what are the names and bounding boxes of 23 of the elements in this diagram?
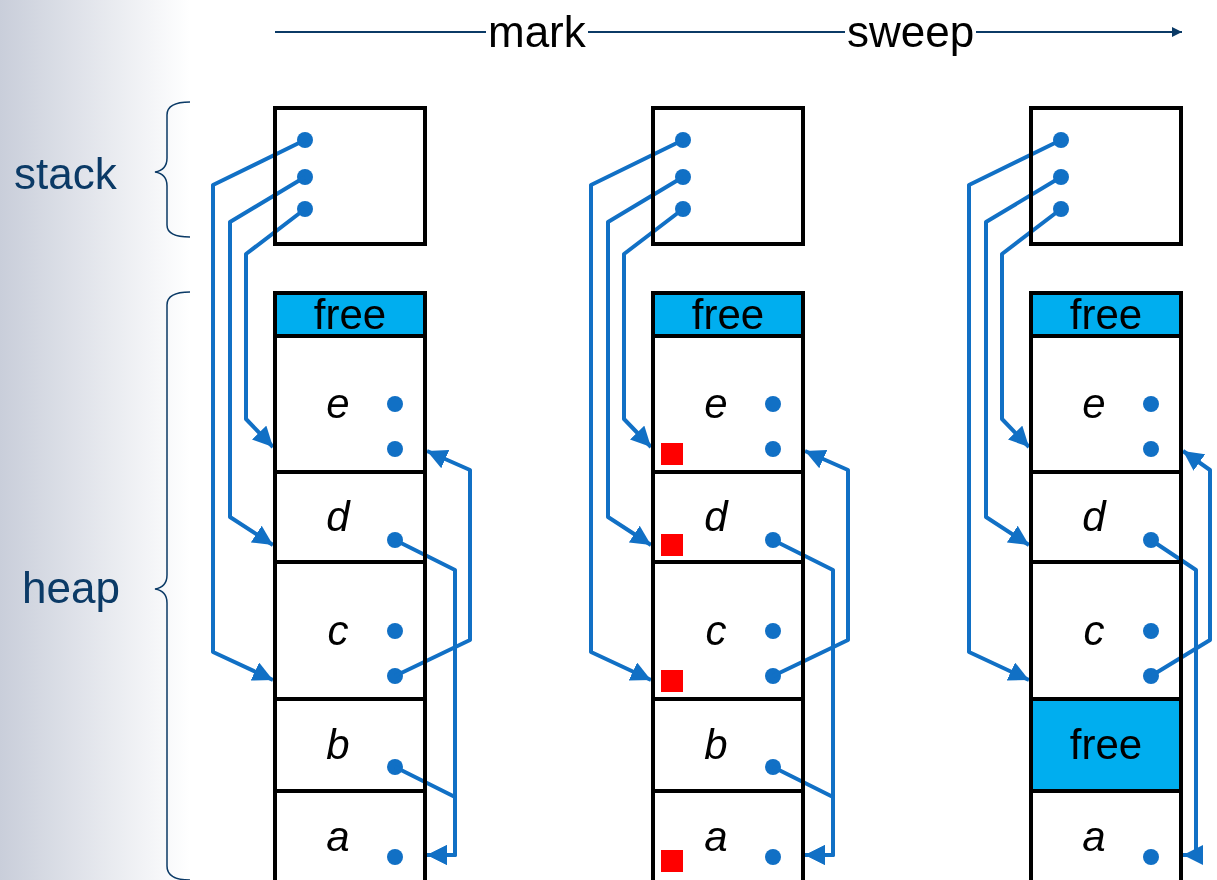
stack-box — [1029, 106, 1183, 246]
object-name: d — [704, 496, 728, 538]
object-name: a — [1082, 815, 1106, 858]
object-name: c — [705, 609, 727, 652]
object-name: d — [1082, 496, 1106, 538]
free-label: free — [1069, 724, 1143, 766]
free-label: free — [313, 293, 387, 336]
object-name: e — [326, 383, 350, 425]
object-name: a — [704, 815, 728, 858]
stack-box — [651, 106, 805, 246]
object-name: a — [326, 815, 350, 858]
object-name: c — [327, 609, 349, 652]
object-name: e — [1082, 383, 1106, 425]
object-name: c — [1083, 609, 1105, 652]
stack-box — [273, 106, 427, 246]
memory-area-label: heap — [21, 566, 121, 610]
object-name: e — [704, 383, 728, 425]
object-name: d — [326, 496, 350, 538]
object-name: b — [704, 724, 728, 766]
free-label: free — [691, 293, 765, 336]
object-name: b — [326, 724, 350, 766]
free-label: free — [1069, 293, 1143, 336]
memory-area-label: stack — [13, 152, 118, 196]
